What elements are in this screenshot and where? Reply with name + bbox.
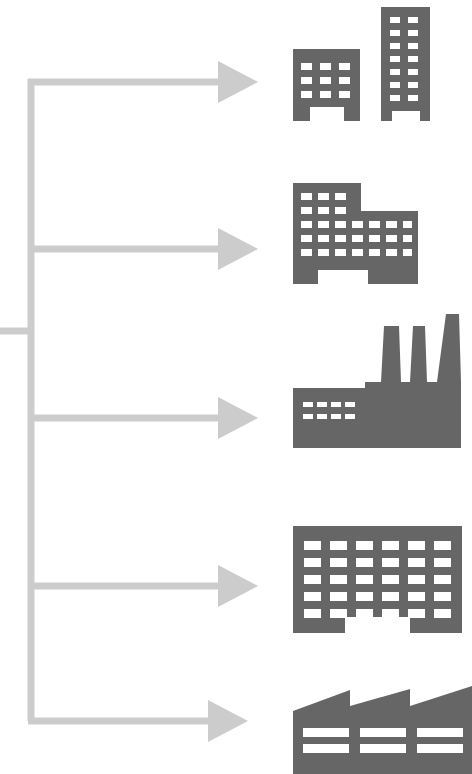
arrowhead-5 [208,700,248,742]
factory-chimneys-icon [293,314,461,448]
office-towers-icon [293,7,430,121]
arrowhead-4 [218,565,258,607]
arrowhead-3 [218,397,258,439]
arrowheads [208,61,258,742]
sawtooth-factory-icon [293,686,472,774]
large-building-icon [293,526,462,633]
connector-tree [0,78,222,725]
office-block-icon [293,183,418,284]
arrowhead-1 [218,61,258,103]
arrowhead-2 [218,228,258,270]
